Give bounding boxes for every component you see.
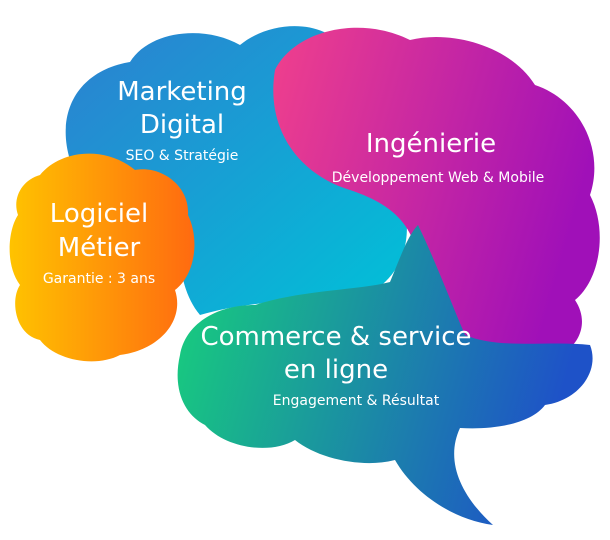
software-subtitle: Garantie : 3 ans [43,271,155,287]
engineering-title: Ingénierie [366,129,496,159]
software-title-line1: Logiciel [50,199,148,229]
marketing-subtitle: SEO & Stratégie [126,148,239,164]
engineering-region-shape [273,27,600,374]
software-title-line2: Métier [58,233,141,263]
commerce-title-line1: Commerce & service [200,322,471,352]
engineering-subtitle: Développement Web & Mobile [332,170,544,186]
commerce-subtitle: Engagement & Résultat [273,393,440,409]
marketing-title-line1: Marketing [117,77,247,107]
software-region-shape [9,153,195,362]
commerce-title-line2: en ligne [284,355,388,385]
marketing-title-line2: Digital [140,110,224,140]
commerce-region-shape [177,225,593,525]
